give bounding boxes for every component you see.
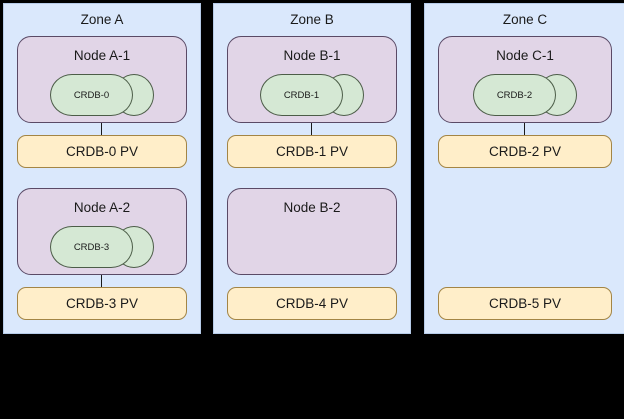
zone-title-a: Zone A [80,12,124,27]
node-box-c-1[interactable]: Node C-1 CRDB-2 [438,36,612,123]
pod-cylinder-crdb-0[interactable]: CRDB-0 [50,74,154,116]
zone-container-c[interactable]: Zone C Node C-1 CRDB-2 CRDB-2 PV CRDB-5 … [424,3,624,334]
node-title-b-2: Node B-2 [283,200,341,215]
pv-box-crdb-3[interactable]: CRDB-3 PV [17,287,187,320]
pv-label-crdb-4: CRDB-4 PV [275,295,348,311]
pod-label-crdb-1: CRDB-1 [283,89,320,101]
zone-a-row-2: Node A-2 CRDB-3 CRDB-3 PV [17,188,187,320]
pv-box-crdb-0[interactable]: CRDB-0 PV [17,135,187,168]
pv-box-crdb-5[interactable]: CRDB-5 PV [438,287,612,320]
pod-cylinder-crdb-3[interactable]: CRDB-3 [50,226,154,268]
pod-label-crdb-2: CRDB-2 [496,89,533,101]
pv-label-crdb-5: CRDB-5 PV [488,295,561,311]
connector-line-b-1 [311,123,312,135]
pv-label-crdb-0: CRDB-0 PV [65,143,138,159]
pv-box-crdb-2[interactable]: CRDB-2 PV [438,135,612,168]
node-box-a-2[interactable]: Node A-2 CRDB-3 [17,188,187,275]
zone-container-b[interactable]: Zone B Node B-1 CRDB-1 CRDB-1 PV Node B-… [213,3,411,334]
pod-label-crdb-3: CRDB-3 [73,241,110,253]
zone-a-row-1: Node A-1 CRDB-0 CRDB-0 PV [17,36,187,168]
pod-cylinder-crdb-1[interactable]: CRDB-1 [260,74,364,116]
connector-line-a-1 [101,123,102,135]
zone-b-row-2: Node B-2 CRDB-4 PV [227,188,397,320]
pv-box-crdb-4[interactable]: CRDB-4 PV [227,287,397,320]
cylinder-body-icon [473,74,556,116]
pv-label-crdb-1: CRDB-1 PV [275,143,348,159]
node-title-c-1: Node C-1 [496,48,554,63]
zone-title-b: Zone B [290,12,334,27]
pv-box-crdb-1[interactable]: CRDB-1 PV [227,135,397,168]
zone-container-a[interactable]: Zone A Node A-1 CRDB-0 CRDB-0 PV Node A-… [3,3,201,334]
zone-title-c: Zone C [502,12,548,27]
node-title-a-1: Node A-1 [73,48,131,63]
pod-cylinder-crdb-2[interactable]: CRDB-2 [473,74,577,116]
cylinder-body-icon [50,74,133,116]
cylinder-body-icon [50,226,133,268]
connector-line-c-1 [524,123,525,135]
pod-label-crdb-0: CRDB-0 [73,89,110,101]
zone-c-row-1: Node C-1 CRDB-2 CRDB-2 PV [438,36,612,168]
node-box-a-1[interactable]: Node A-1 CRDB-0 [17,36,187,123]
zone-b-row-1: Node B-1 CRDB-1 CRDB-1 PV [227,36,397,168]
pv-label-crdb-3: CRDB-3 PV [65,295,138,311]
node-box-b-2[interactable]: Node B-2 [227,188,397,275]
connector-line-a-2 [101,275,102,287]
pv-label-crdb-2: CRDB-2 PV [488,143,561,159]
cylinder-body-icon [260,74,343,116]
node-box-b-1[interactable]: Node B-1 CRDB-1 [227,36,397,123]
node-title-b-1: Node B-1 [283,48,341,63]
node-title-a-2: Node A-2 [73,200,131,215]
